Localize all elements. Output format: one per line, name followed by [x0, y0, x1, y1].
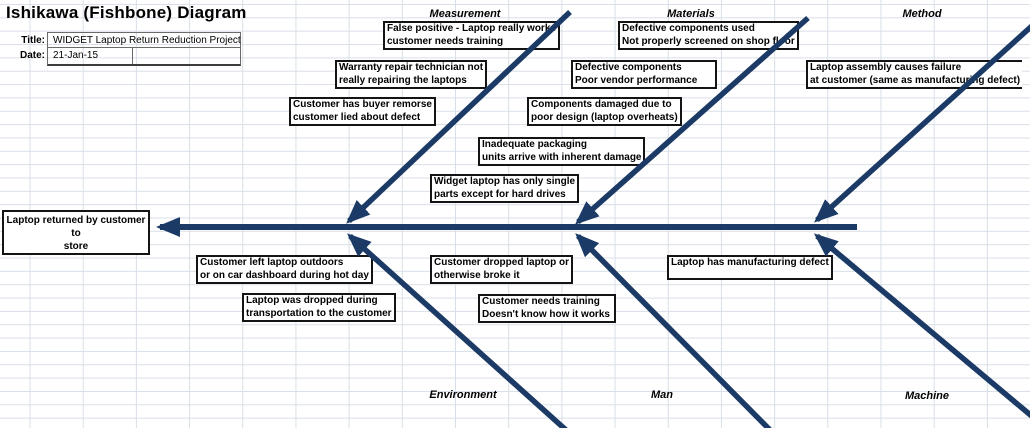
category-label-method: Method [902, 8, 942, 20]
cause-box-components-damaged[interactable]: Components damaged due to poor design (l… [527, 97, 682, 126]
category-label-measurement: Measurement [429, 8, 501, 20]
category-label-machine: Machine [904, 390, 950, 402]
date-value-cell[interactable]: 21-Jan-15 [48, 48, 133, 64]
cause-line: Laptop assembly causes failure [810, 62, 962, 73]
header-fieldbox: WIDGET Laptop Return Reduction Project 2… [47, 32, 241, 66]
effect-line: store [63, 241, 89, 252]
effect-line: Laptop returned by customer to [6, 215, 146, 239]
cause-line: transportation to the customer [246, 307, 392, 319]
cause-box-assembly-failure[interactable]: Laptop assembly causes failure at custom… [806, 60, 1023, 89]
cause-box-single-parts[interactable]: Widget laptop has only single parts exce… [430, 174, 580, 203]
title-value-cell[interactable]: WIDGET Laptop Return Reduction Project [48, 33, 241, 48]
cause-line: Poor vendor performance [575, 74, 698, 86]
cause-line: Customer needs training [482, 296, 600, 307]
date-row: 21-Jan-15 [48, 48, 240, 64]
cause-line: Defective components used [622, 23, 755, 34]
date-label: Date: [19, 50, 45, 61]
cause-box-false-positive[interactable]: False positive - Laptop really works cus… [383, 21, 560, 50]
cause-line: units arrive with inherent damage [482, 151, 642, 163]
cause-box-manufacturing-defect[interactable]: Laptop has manufacturing defect [667, 255, 833, 280]
cause-line: Customer dropped laptop or [434, 257, 569, 268]
title-label: Title: [21, 35, 45, 46]
category-label-environment: Environment [429, 389, 497, 401]
cause-line: or on car dashboard during hot day [200, 269, 369, 281]
cause-box-inadequate-packaging[interactable]: Inadequate packaging units arrive with i… [478, 137, 646, 166]
bone-method [814, 24, 1030, 223]
cause-box-warranty-repair[interactable]: Warranty repair technician not really re… [335, 60, 488, 89]
cause-line: otherwise broke it [434, 269, 520, 281]
cause-box-dropped-transport[interactable]: Laptop was dropped during transportation… [242, 293, 396, 322]
cause-box-buyer-remorse[interactable]: Customer has buyer remorse customer lied… [289, 97, 436, 126]
cause-line: parts except for hard drives [434, 188, 566, 200]
cause-line: False positive - Laptop really works [387, 23, 556, 34]
cause-line: Laptop was dropped during [246, 295, 378, 306]
cause-line: Doesn't know how it works [482, 308, 610, 320]
cause-line: poor design (laptop overheats) [531, 111, 678, 123]
category-label-man: Man [651, 389, 673, 401]
sheet-title: Ishikawa (Fishbone) Diagram [6, 3, 247, 22]
cause-line: customer lied about defect [293, 111, 421, 123]
category-label-materials: Materials [667, 8, 715, 20]
cause-box-needs-training[interactable]: Customer needs training Doesn't know how… [478, 294, 616, 323]
cause-line: Defective components [575, 62, 682, 73]
cause-line: customer needs training [387, 35, 504, 47]
cause-line: Inadequate packaging [482, 139, 588, 150]
cause-box-defective-components[interactable]: Defective components Poor vendor perform… [571, 60, 717, 89]
cause-line: Warranty repair technician not [339, 62, 484, 73]
cause-line: really repairing the laptops [339, 74, 467, 86]
cause-line: Customer left laptop outdoors [200, 257, 344, 268]
cause-line: Customer has buyer remorse [293, 99, 432, 110]
cause-line: Components damaged due to [531, 99, 672, 110]
cause-box-dropped-broke[interactable]: Customer dropped laptop or otherwise bro… [430, 255, 573, 284]
cause-box-defective-used[interactable]: Defective components used Not properly s… [618, 21, 799, 50]
cause-box-left-outdoors[interactable]: Customer left laptop outdoors or on car … [196, 255, 373, 284]
cause-line: Widget laptop has only single [434, 176, 576, 187]
cause-line: Not properly screened on shop floor [622, 35, 795, 47]
cause-line: Laptop has manufacturing defect [671, 257, 829, 268]
cause-line: at customer (same as manufacturing defec… [810, 74, 1021, 86]
effect-box[interactable]: Laptop returned by customer to store [2, 210, 150, 255]
